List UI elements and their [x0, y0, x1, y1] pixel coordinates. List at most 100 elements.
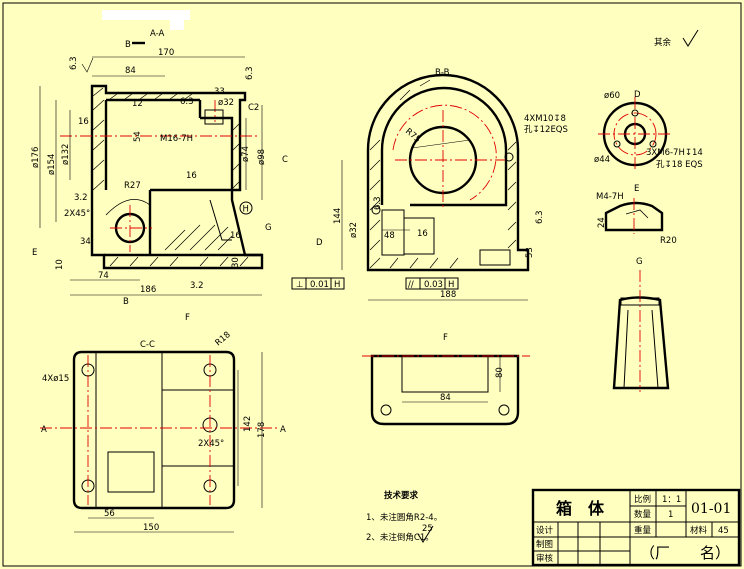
dim-d44: ø44 [594, 155, 610, 165]
dim-d-holes: 3XM6-7H↧14 [646, 148, 703, 158]
dim-d98: ø98 [257, 149, 267, 165]
dim-54: 54 [133, 131, 143, 142]
dim-r20: R20 [660, 236, 677, 246]
roughness-rest-label: 其余 [654, 37, 672, 48]
view-f-label: F [443, 333, 448, 343]
review-label: 审核 [536, 553, 554, 564]
notes-line-2: 2、未注倒角C1。 [366, 532, 434, 543]
rough-63-b: 6.3 [180, 97, 194, 107]
dim-34: 34 [80, 237, 91, 247]
dim-10: 10 [55, 259, 65, 270]
dim-chamfer-cc: 2X45° [198, 439, 224, 449]
cut-mark-b-top: B [125, 40, 131, 50]
tol2-ref: H [448, 280, 454, 290]
dim-56: 56 [104, 509, 115, 519]
cut-mark-b-bottom: B [123, 297, 129, 307]
dim-188: 188 [440, 290, 456, 300]
section-cc-view: C-C 4Xø15 R18 2X45° 142 178 56 150 A A [40, 330, 286, 533]
rough-32-b: 3.2 [190, 281, 204, 291]
dim-74: 74 [98, 271, 109, 281]
view-g-label: G [636, 257, 643, 267]
cut-mark-g: G [265, 223, 272, 233]
cut-mark-d-bb: D [316, 238, 323, 248]
dim-c2: C2 [248, 103, 259, 113]
rough-63-c: 6.3 [245, 66, 255, 80]
dim-12: 12 [132, 99, 143, 109]
tol2-value: 0.03 [424, 280, 443, 290]
view-e-label: E [634, 184, 639, 194]
rough-32-a: 3.2 [74, 193, 88, 203]
dim-chamfer-aa: 2X45° [64, 209, 90, 219]
drawing-number: 01-01 [691, 501, 731, 517]
rough-bb-63-a: 6.3 [373, 196, 383, 210]
dim-33: 33 [214, 87, 225, 97]
dim-53: 53 [525, 247, 535, 258]
dim-16-b: 16 [230, 231, 241, 241]
dim-r75: R75 [403, 127, 422, 145]
weight-label: 重量 [634, 525, 652, 536]
section-aa-label: A-A [150, 29, 165, 39]
tol1-ref: H [334, 280, 340, 290]
dim-d74: ø74 [241, 146, 251, 162]
dim-f-84: 84 [440, 393, 451, 403]
dim-80: 80 [495, 367, 505, 378]
tol1-symbol: ⊥ [296, 280, 303, 290]
dim-cc-holes: 4Xø15 [42, 374, 69, 384]
roughness-rest-symbol [682, 29, 699, 47]
qty-label: 数量 [634, 509, 652, 520]
cut-mark-a-right: A [280, 425, 286, 435]
cc-outline [72, 350, 236, 510]
dim-24: 24 [597, 217, 607, 228]
dim-84: 84 [125, 66, 136, 76]
view-f: F 84 80 [362, 333, 530, 426]
dim-16-a: 16 [78, 117, 89, 127]
datum-h: H [243, 205, 249, 215]
ratio-label: 比例 [634, 494, 651, 505]
dim-d60: ø60 [604, 91, 620, 101]
section-bb-view: B-B R75 4XM10↧8 孔↧12EQS 144 ø32 [291, 68, 568, 301]
draw-label: 制图 [536, 539, 553, 550]
rough-bb-16: 16 [417, 229, 428, 239]
dim-bb-d32: ø32 [349, 222, 359, 238]
dim-d132: ø132 [61, 144, 71, 165]
dim-m4: M4-7H [596, 192, 624, 202]
notes-roughness-value: 25 [422, 524, 433, 534]
dim-144: 144 [333, 208, 343, 224]
dim-d154: ø154 [47, 154, 57, 175]
rough-63-a: 6.3 [69, 56, 79, 70]
material-value: 45 [718, 526, 729, 536]
dim-m16: M16-7H [160, 134, 193, 144]
aa-bore [104, 98, 234, 190]
dim-r18: R18 [214, 330, 233, 348]
notes-line-1: 1、未注圆角R2-4。 [366, 512, 442, 523]
rough-16-a: 16 [186, 171, 197, 181]
cut-mark-c: C [282, 155, 288, 165]
title-blank-patch [102, 10, 190, 20]
view-d: D ø60 ø44 3XM6-7H↧14 孔↧18 EQS [594, 90, 703, 172]
design-label: 设计 [536, 525, 554, 536]
dim-bb-holes-depth: 孔↧12EQS [524, 125, 568, 135]
qty-value: 1 [668, 510, 673, 520]
cut-mark-f: F [185, 313, 190, 323]
dim-d-holes-depth: 孔↧18 EQS [656, 160, 703, 170]
aa-outline [90, 84, 264, 270]
dim-142: 142 [243, 416, 253, 432]
dim-d32: ø32 [218, 98, 234, 108]
title-block: 箱 体 比例 1：1 数量 1 重量 材料 45 01-01 设计 制图 审核 … [531, 488, 741, 567]
view-e: E M4-7H 24 R20 [596, 184, 677, 246]
dim-bb-holes: 4XM10↧8 [524, 114, 566, 124]
dim-30: 30 [231, 257, 241, 268]
aa-hatching [92, 87, 249, 267]
factory-name: （厂 名） [640, 544, 730, 562]
notes-title: 技术要求 [384, 490, 419, 501]
section-cc-label: C-C [140, 340, 155, 350]
section-bb-label: B-B [435, 68, 450, 78]
section-aa-view: A-A B [31, 29, 288, 323]
dim-48: 48 [384, 231, 395, 241]
tol2-symbol: // [408, 280, 414, 290]
view-d-label: D [634, 90, 641, 100]
tol1-value: 0.01 [310, 280, 329, 290]
bb-outline [366, 73, 530, 272]
